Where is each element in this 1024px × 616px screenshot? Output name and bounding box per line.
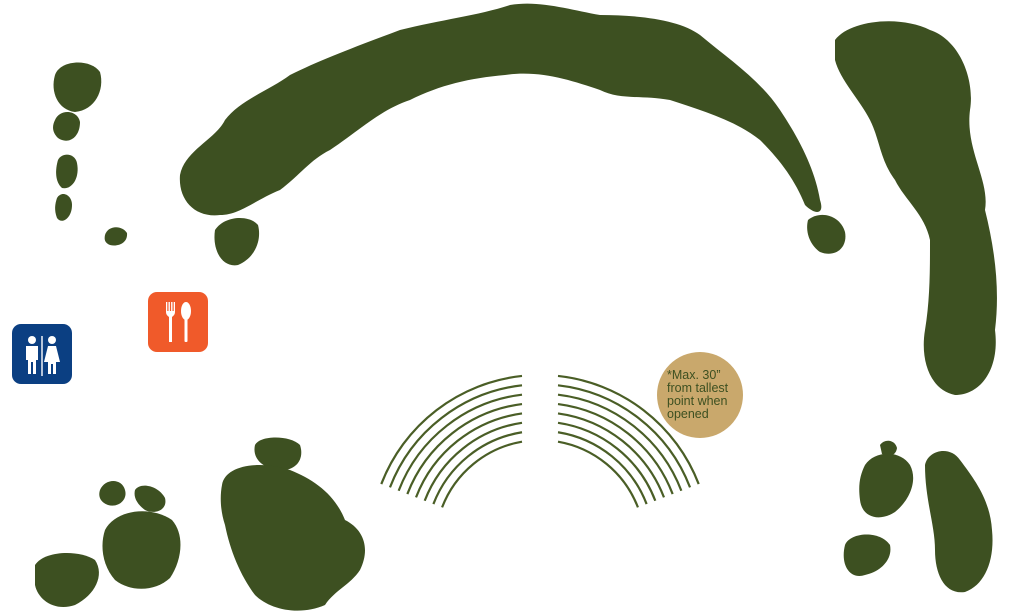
seating-row-left [397, 393, 523, 492]
tree-canopy [53, 62, 102, 112]
tree-canopy [859, 453, 914, 518]
seating-row-left [414, 412, 523, 498]
tree-canopy [843, 534, 891, 576]
tree-canopy [134, 485, 166, 512]
tree-canopy [835, 21, 997, 396]
tree-canopy [104, 227, 128, 246]
seating-row-right [557, 402, 674, 495]
fork-spoon-icon[interactable] [148, 292, 208, 352]
seating-row-left [388, 384, 523, 488]
tree-canopy [35, 553, 99, 608]
seating-row-left [441, 440, 523, 508]
seating-row-right [557, 421, 657, 502]
max-height-note: *Max. 30” from tallest point when opened [657, 352, 743, 438]
tree-canopy [179, 3, 822, 216]
seating-row-left [380, 374, 523, 485]
tree-canopy [53, 111, 80, 141]
seating-row-right [557, 374, 700, 485]
tree-canopy [55, 194, 72, 221]
seating-row-right [557, 393, 683, 492]
seating-row-right [557, 440, 639, 508]
restroom-icon[interactable] [12, 324, 72, 384]
tree-canopy [880, 440, 897, 456]
tree-canopy [254, 437, 302, 471]
note-text: *Max. 30” from tallest point when opened [667, 368, 729, 421]
tree-canopy [807, 214, 846, 254]
seating-row-right [557, 412, 666, 498]
tree-canopy [925, 450, 993, 593]
tree-canopy [56, 154, 78, 189]
tree-canopy [220, 465, 365, 611]
seating-row-left [406, 402, 523, 495]
tree-canopy [99, 481, 126, 506]
seating-row-right [557, 384, 692, 488]
tree-canopy [214, 218, 260, 266]
seating-row-left [432, 431, 523, 505]
tree-canopy [102, 511, 181, 589]
seating-row-left [423, 421, 523, 502]
seating-arcs [380, 374, 700, 508]
seating-row-right [557, 431, 648, 505]
